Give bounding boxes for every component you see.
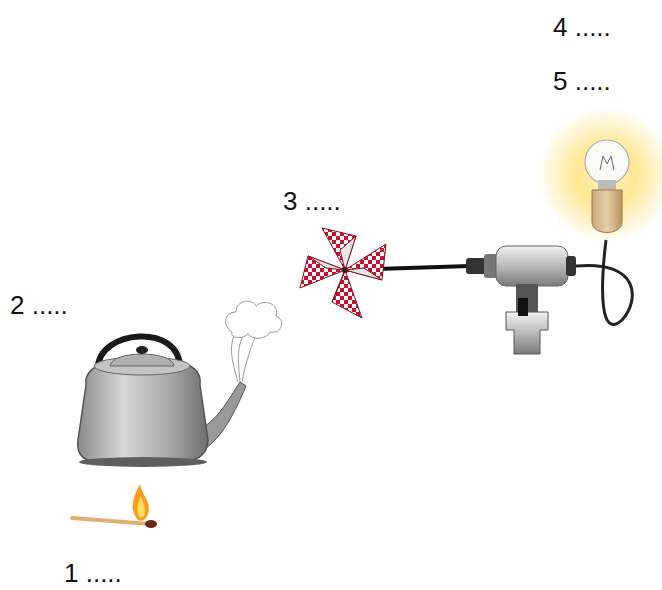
light-bulb [538, 107, 662, 243]
callout-number: 5 ..... [553, 68, 611, 94]
steam [226, 301, 282, 382]
match [72, 484, 157, 528]
callout-number: 4 ..... [553, 14, 611, 40]
cable [576, 240, 632, 325]
pinwheel [300, 228, 470, 318]
callout-number: 2 ..... [10, 292, 68, 318]
callout-number: 1 ..... [64, 560, 122, 586]
callout-number: 3 ..... [283, 188, 341, 214]
kettle [78, 336, 246, 467]
generator [466, 246, 576, 354]
